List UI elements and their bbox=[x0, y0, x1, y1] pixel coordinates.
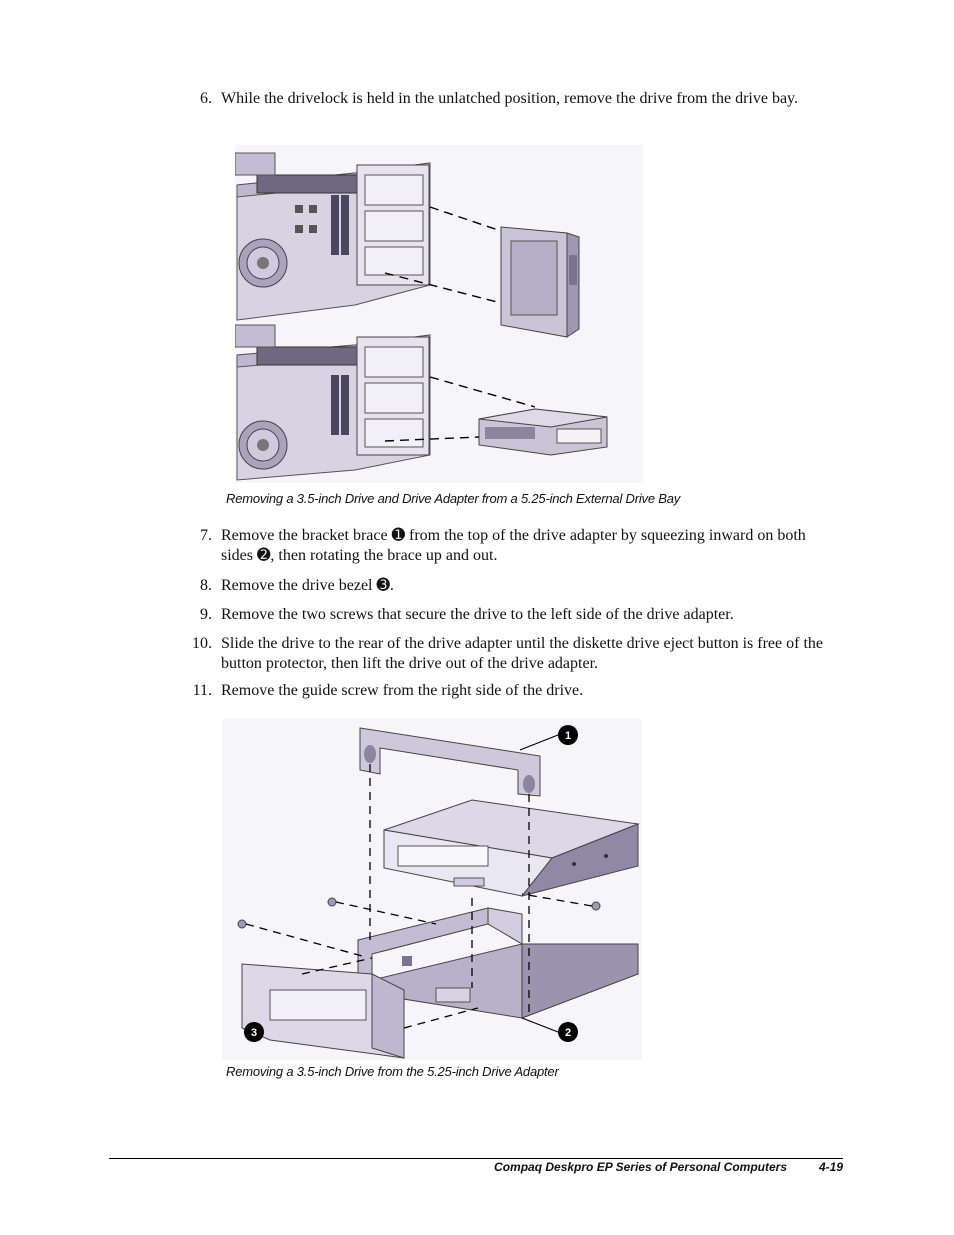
callout-1: 1 bbox=[558, 725, 578, 745]
step-number: 6. bbox=[200, 90, 212, 107]
step-text: Remove the bracket brace ➊ from the top … bbox=[221, 527, 806, 564]
step-text: Slide the drive to the rear of the drive… bbox=[221, 635, 824, 672]
step-number: 11. bbox=[192, 682, 212, 699]
step-text: Remove the two screws that secure the dr… bbox=[221, 606, 734, 623]
step-text: Remove the drive bezel ➌. bbox=[221, 577, 394, 594]
callout-1-label: 1 bbox=[565, 730, 571, 742]
footer-title: Compaq Deskpro EP Series of Personal Com… bbox=[494, 1160, 787, 1174]
drive-adapter-drawing: 1 2 3 bbox=[222, 718, 642, 1060]
drive-bezel bbox=[241, 963, 405, 1059]
drive-adapter-frame bbox=[357, 907, 639, 1019]
drive-adapter-horizontal bbox=[478, 408, 608, 456]
step-number: 10. bbox=[192, 635, 212, 652]
callout-2-label: 2 bbox=[565, 1027, 571, 1039]
callout-3: 3 bbox=[244, 1022, 264, 1042]
figure-1-caption: Removing a 3.5-inch Drive and Drive Adap… bbox=[226, 491, 681, 506]
screws bbox=[237, 897, 601, 929]
figure-drive-bay-illustration bbox=[234, 145, 643, 483]
callout-3-label: 3 bbox=[251, 1027, 257, 1039]
step-number: 7. bbox=[200, 527, 212, 544]
figure-drive-adapter-illustration: 1 2 3 bbox=[222, 718, 642, 1060]
callout-2: 2 bbox=[558, 1022, 578, 1042]
page-footer: Compaq Deskpro EP Series of Personal Com… bbox=[109, 1160, 843, 1178]
bracket-brace bbox=[359, 727, 541, 797]
diskette-drive bbox=[383, 799, 640, 897]
figure-2-caption: Removing a 3.5-inch Drive from the 5.25-… bbox=[226, 1064, 559, 1079]
step-number: 9. bbox=[200, 606, 212, 623]
step-number: 8. bbox=[200, 577, 212, 594]
drive-adapter-vertical bbox=[500, 226, 580, 338]
footer-rule bbox=[109, 1158, 843, 1159]
chassis-upper bbox=[234, 152, 431, 321]
chassis-lower bbox=[234, 324, 431, 481]
drive-bay-drawing bbox=[234, 145, 643, 483]
page-number: 4-19 bbox=[818, 1160, 843, 1174]
step-text: Remove the guide screw from the right si… bbox=[221, 682, 584, 699]
step-text: While the drivelock is held in the unlat… bbox=[221, 90, 799, 107]
